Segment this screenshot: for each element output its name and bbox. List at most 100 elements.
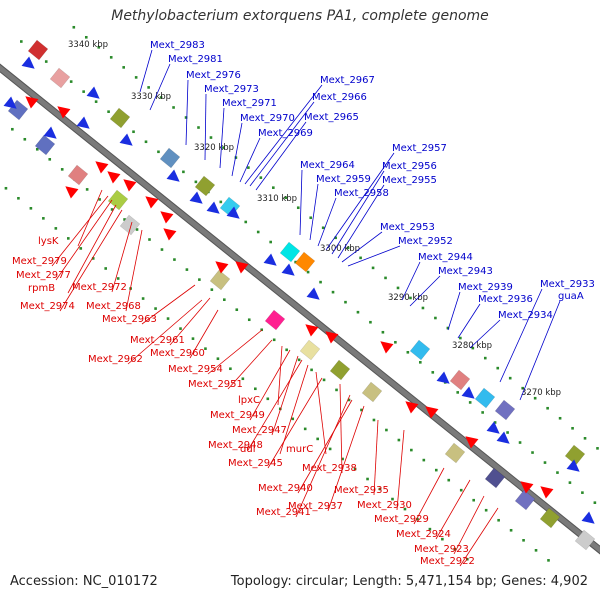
tick-dot [593,501,597,504]
reverse-arrow [305,324,319,337]
tick-dot [316,437,319,441]
gene-box [409,339,431,361]
fwd-gene-label: Mext_2957 [392,143,447,154]
tick-dot [134,76,138,79]
tick-dot [210,288,214,291]
tick-dot [11,127,14,131]
fwd-gene-label: Mext_2943 [438,266,493,277]
tick-dot [453,547,457,551]
tick-dot [306,270,310,274]
tick-dot [353,467,357,471]
tick-dot [48,158,52,161]
rev-leader-line [51,195,109,267]
tick-dot [191,337,195,340]
tick-dot [123,218,126,221]
fwd-gene-label: Mext_2958 [334,188,389,199]
tick-dot [44,60,48,63]
fwd-leader-line [231,122,243,177]
fwd-gene-label: Mext_2934 [498,310,553,321]
tick-dot [229,367,232,371]
gene-box [119,214,141,236]
tick-dot [66,237,70,240]
tick-dot [247,318,251,322]
forward-arrow [461,386,475,399]
tick-dot [397,438,401,442]
scale-label: 3290 kbp [388,293,428,303]
tick-dot [4,186,8,190]
tick-dot [428,527,432,531]
fwd-leader-line [457,303,481,339]
gene-box [194,175,216,197]
fwd-gene-label: Mext_2944 [418,252,473,263]
fwd-leader-line [185,79,189,146]
tick-dot [244,220,248,224]
genome-summary-text: Topology: circular; Length: 5,471,154 bp… [230,574,588,589]
tick-dot [533,396,537,400]
tick-dot [406,350,410,354]
fwd-leader-line [204,93,207,161]
fwd-gene-label: Mext_2965 [304,112,359,123]
fwd-leader-line [341,231,383,263]
gene-box [574,529,596,551]
rev-leader-line [59,209,123,312]
rev-gene-label: Mext_2930 [357,500,412,511]
rev-gene-label: Mext_2968 [86,301,141,312]
tick-dot [296,206,300,210]
tick-dot [472,498,475,502]
rev-leader-line [453,495,485,555]
tick-dot [556,471,559,474]
gene-box [474,387,496,409]
tick-dot [347,398,351,402]
rev-gene-label: Mext_2974 [20,301,75,312]
reverse-arrow [425,406,439,419]
fwd-gene-label: Mext_2959 [316,174,371,185]
fwd-gene-label: Mext_2969 [258,128,313,139]
tick-dot [259,176,263,179]
tick-dot [23,137,27,141]
tick-dot [135,228,139,231]
tick-dot [285,348,288,352]
tick-dot [110,208,114,211]
tick-dot [291,417,295,421]
tick-dot [82,90,85,93]
tick-dot [568,481,572,484]
tick-dot [98,198,101,201]
tick-dot [372,418,376,422]
scale-label: 3340 kbp [68,40,108,50]
fwd-leader-line [347,245,401,267]
scale-label: 3300 kbp [320,244,360,254]
fwd-leader-line [317,197,337,247]
tick-dot [148,238,151,241]
tick-dot [366,477,369,481]
tick-dot [166,317,170,320]
tick-dot [173,258,176,261]
tick-dot [254,387,257,391]
tick-dot [441,537,444,541]
fwd-gene-label: Mext_2967 [320,75,375,86]
forward-arrow [281,263,295,276]
reverse-arrow [405,401,419,414]
fwd-gene-label: Mext_2971 [222,98,277,109]
tick-dot [97,46,101,49]
rev-gene-label: ddl [240,444,255,455]
tick-dot [42,217,45,220]
fwd-leader-line [337,184,385,259]
rev-gene-label: Mext_2938 [302,463,357,474]
fwd-leader-line [409,275,441,307]
reverse-arrow [65,186,79,199]
gene-box [299,339,321,361]
rev-gene-label: Mext_2935 [334,485,389,496]
tick-dot [160,248,164,251]
tick-dot [434,316,437,320]
tick-dot [198,278,201,281]
tick-dot [104,267,108,270]
rev-gene-label: Mext_2923 [414,544,469,555]
tick-dot [384,276,387,280]
tick-dot [596,447,599,450]
reverse-arrow [123,179,137,192]
gene-box [494,399,516,421]
forward-arrow [21,56,35,69]
forward-arrow [581,511,595,524]
tick-dot [234,156,238,159]
forward-arrow [76,116,90,129]
